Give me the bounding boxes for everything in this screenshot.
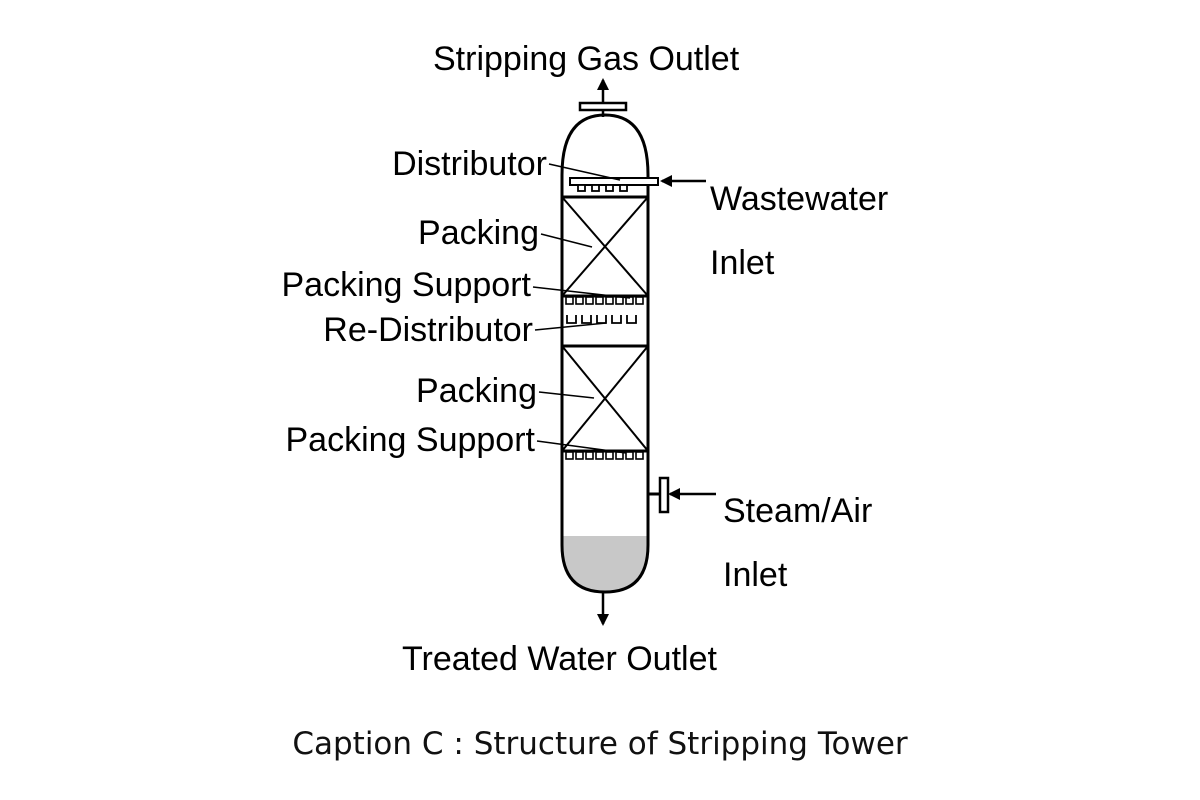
lower-packing-bed: [561, 344, 649, 453]
upper-packing-bed: [561, 195, 649, 298]
label-packing-support-upper: Packing Support: [281, 266, 532, 304]
label-wastewater-inlet-line2: Inlet: [710, 244, 775, 282]
leader-lines: [532, 163, 631, 454]
bottom-liquid: [562, 536, 648, 592]
label-packing-upper: Packing: [418, 214, 539, 252]
figure-caption: Caption C : Structure of Stripping Tower: [292, 726, 908, 762]
label-redistributor: Re-Distributor: [323, 311, 533, 349]
label-wastewater-inlet-line1: Wastewater: [710, 180, 889, 218]
lower-packing-support: [565, 451, 644, 460]
vessel-shell: [560, 113, 650, 594]
label-packing-lower: Packing: [416, 372, 537, 410]
redistributor-cups: [566, 315, 637, 324]
distributor-nozzles: [577, 184, 628, 192]
label-packing-support-lower: Packing Support: [285, 421, 536, 459]
label-stripping-gas-outlet: Stripping Gas Outlet: [433, 40, 740, 78]
label-treated-water-outlet: Treated Water Outlet: [402, 640, 717, 678]
label-steam-inlet-line1: Steam/Air: [723, 492, 873, 530]
label-steam-inlet-line2: Inlet: [723, 556, 788, 594]
top-nozzle-flange: [578, 101, 628, 112]
label-distributor: Distributor: [392, 145, 547, 183]
steam-nozzle-flange: [658, 476, 670, 514]
upper-packing-support: [565, 296, 644, 305]
